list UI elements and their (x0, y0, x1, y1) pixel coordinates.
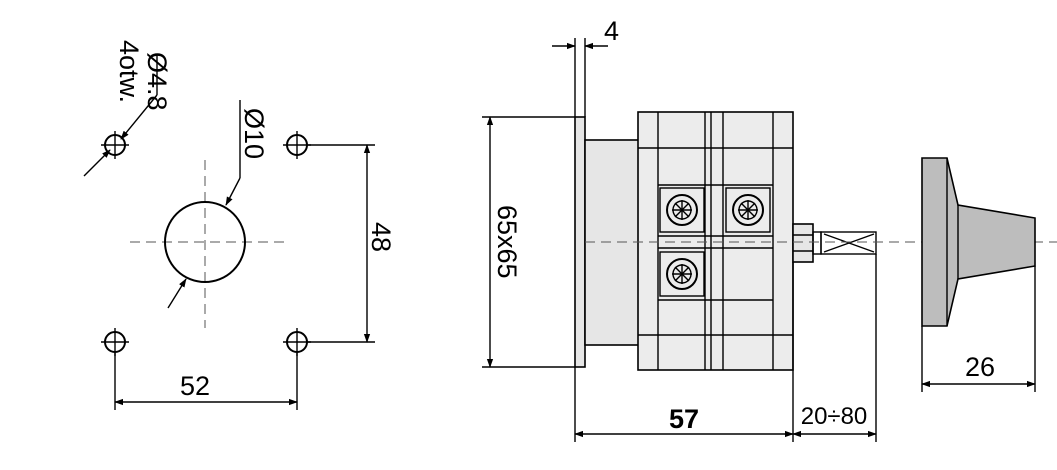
hole-count-label: 4otw. (114, 40, 144, 103)
terminal-screw-top-left (659, 187, 705, 233)
flange-thickness-label: 4 (604, 16, 619, 46)
mounting-hole-top-right (283, 131, 311, 159)
shaft (820, 231, 877, 255)
hole-leader-upper (120, 94, 158, 140)
hole-leader-lower (83, 149, 111, 177)
mounting-pattern-view: Ø4.8 4otw. Ø10 48 52 (83, 40, 396, 410)
shaft-nut (792, 223, 822, 263)
horizontal-spacing-label: 52 (180, 371, 210, 401)
contact-blocks (637, 111, 794, 371)
vertical-spacing-label: 48 (366, 222, 396, 252)
shaft-length-label: 20÷80 (801, 403, 868, 430)
knob (921, 157, 1036, 327)
terminal-screw-bottom-left (659, 251, 705, 297)
body-length-label: 57 (669, 404, 699, 434)
center-hole (164, 201, 246, 283)
switch-side-view: 4 65x65 57 20÷80 (482, 16, 1057, 442)
center-hole-leader-lower (167, 278, 187, 309)
center-hole-leader-upper (225, 177, 241, 206)
terminal-screw-top-right (725, 187, 771, 233)
housing-size-label: 65x65 (492, 205, 522, 279)
knob-side-view: 26 (921, 157, 1036, 392)
center-hole-label: Ø10 (239, 108, 269, 159)
mounting-hole-bottom-right (283, 328, 311, 356)
mounting-hole-top-left (101, 131, 129, 159)
hole-diameter-label: Ø4.8 (142, 52, 172, 111)
mounting-hole-bottom-left (101, 328, 129, 356)
knob-length-label: 26 (965, 352, 995, 382)
front-flange (574, 116, 586, 368)
